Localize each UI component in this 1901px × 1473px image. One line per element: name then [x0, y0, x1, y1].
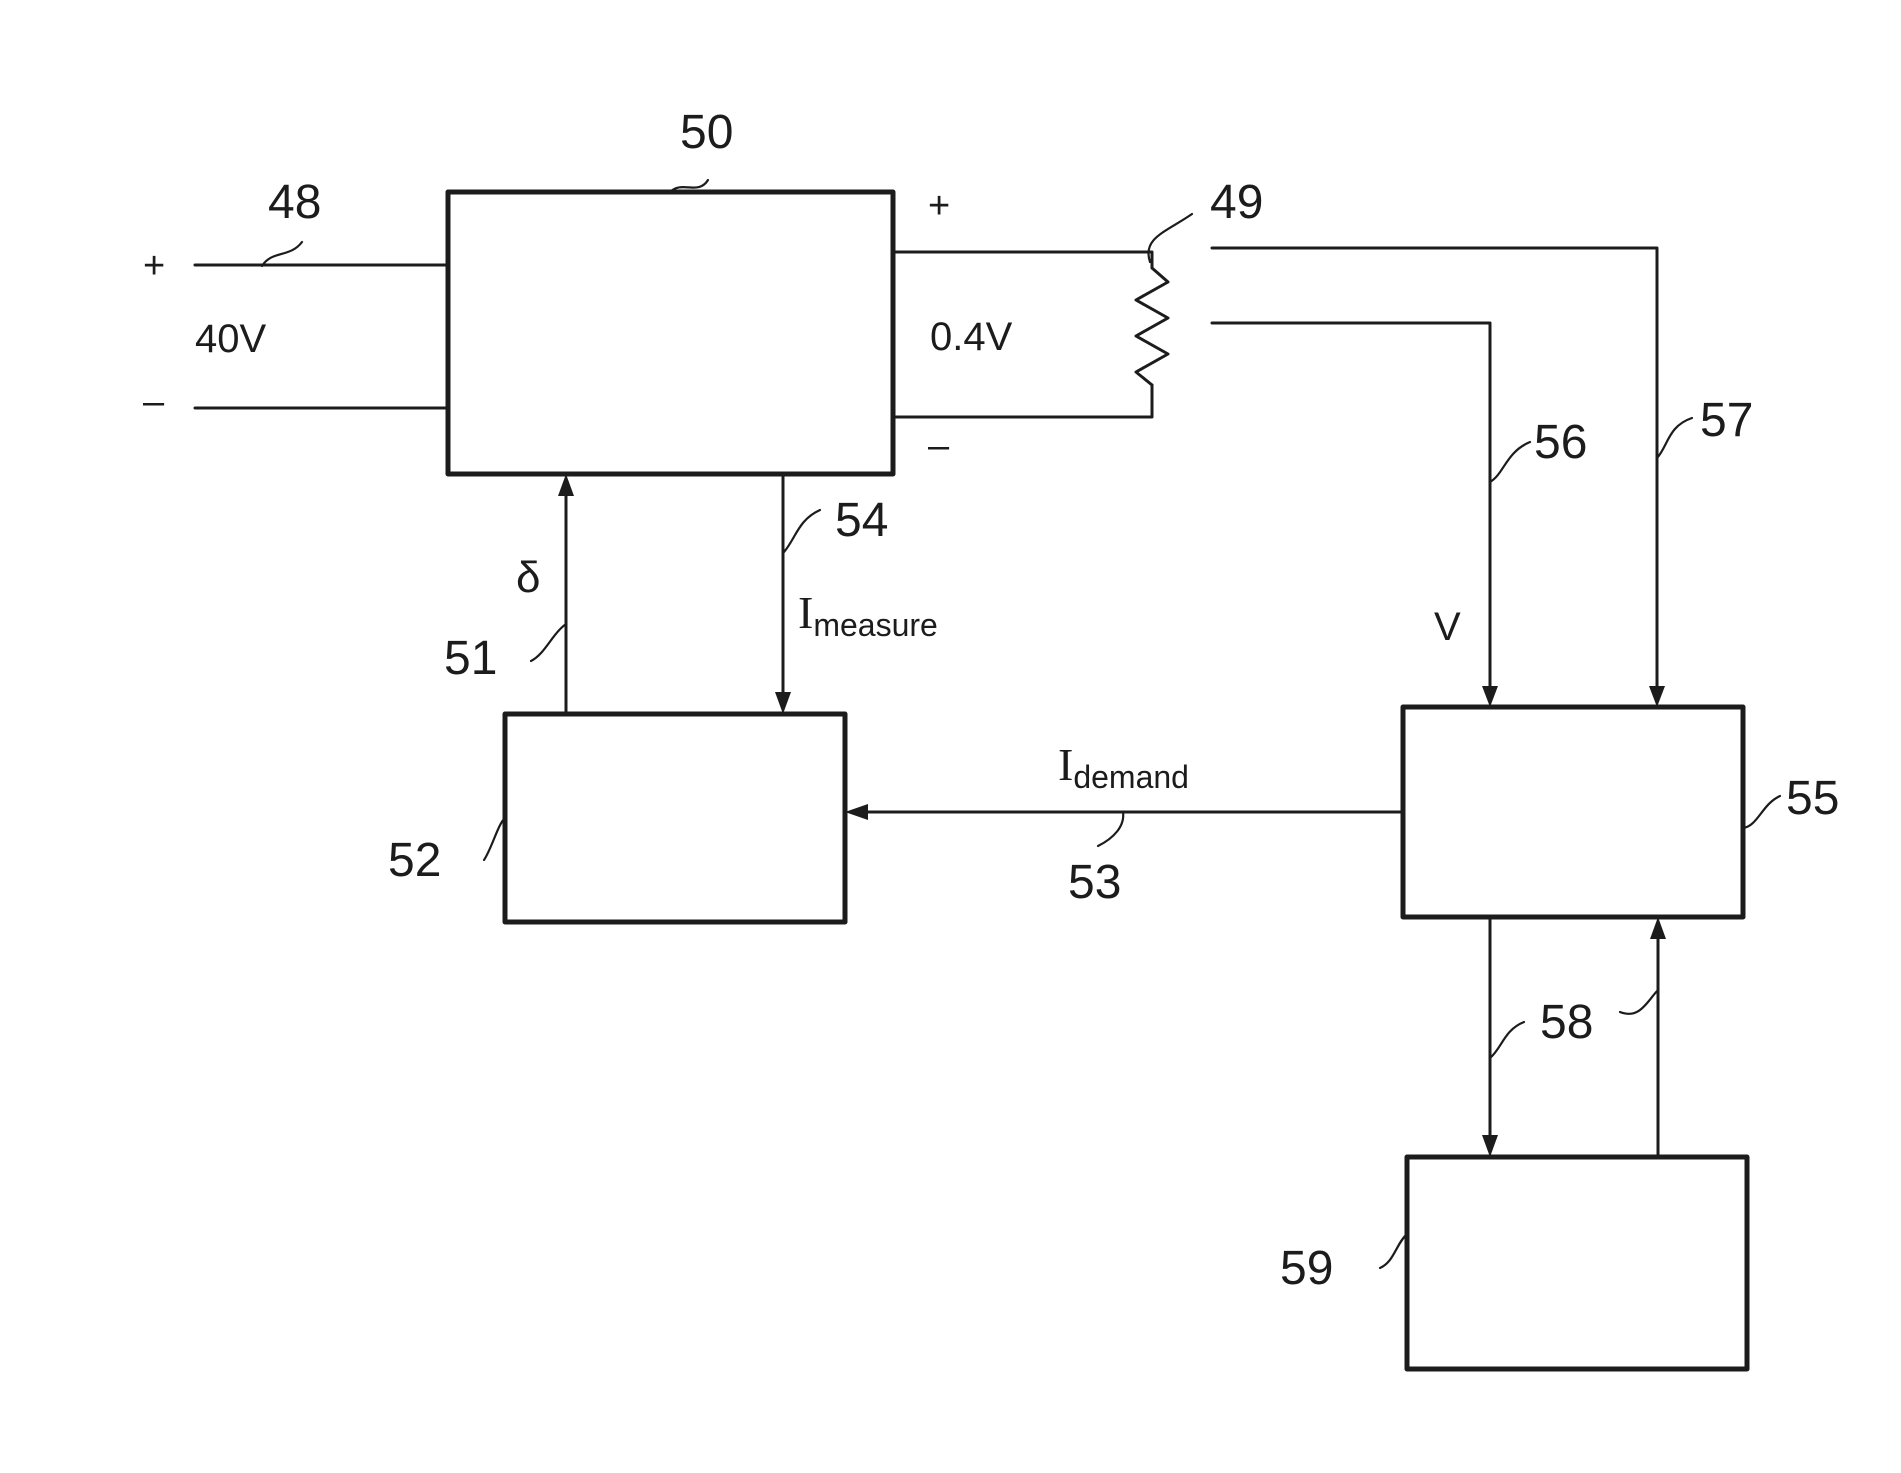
arrowhead-54 — [775, 692, 791, 714]
i-demand-label: Idemand — [1058, 739, 1189, 795]
arrowhead-53 — [845, 804, 868, 820]
i-measure-subscript: measure — [813, 607, 938, 643]
leader-49 — [1148, 214, 1192, 262]
i-measure-label: Imeasure — [798, 587, 938, 643]
leader-58a — [1490, 1022, 1524, 1058]
arrowhead-56 — [1482, 686, 1498, 707]
leader-55 — [1743, 796, 1780, 828]
block-52 — [505, 714, 845, 922]
leader-58b — [1620, 990, 1658, 1014]
output-minus-sign: – — [928, 425, 950, 467]
ref-54: 54 — [835, 494, 888, 547]
ref-55: 55 — [1786, 772, 1839, 825]
i-measure-main: I — [798, 587, 813, 638]
i-demand-subscript: demand — [1073, 759, 1189, 795]
resistor-49 — [1136, 268, 1168, 385]
arrowhead-58-down — [1482, 1135, 1498, 1157]
leader-48 — [262, 242, 302, 266]
block-50 — [448, 192, 893, 474]
ref-49: 49 — [1210, 176, 1263, 229]
output-line-negative — [893, 385, 1152, 417]
ref-51: 51 — [444, 632, 497, 685]
ref-52: 52 — [388, 834, 441, 887]
ref-53: 53 — [1068, 856, 1121, 909]
block-59 — [1407, 1157, 1747, 1369]
leader-54 — [784, 510, 820, 552]
leader-52 — [484, 818, 505, 860]
input-plus-sign: + — [143, 245, 165, 287]
leader-51 — [531, 624, 566, 661]
output-plus-sign: + — [928, 185, 950, 227]
arrowhead-57 — [1649, 686, 1665, 707]
leader-56 — [1490, 442, 1530, 482]
ref-57: 57 — [1700, 394, 1753, 447]
input-minus-sign: – — [143, 381, 165, 423]
voltage-v-label: V — [1434, 605, 1461, 649]
ref-50: 50 — [680, 106, 733, 159]
leader-53 — [1098, 812, 1123, 846]
leader-57 — [1657, 418, 1692, 458]
i-demand-main: I — [1058, 739, 1073, 790]
output-line-positive — [893, 252, 1152, 268]
delta-symbol: δ — [516, 553, 541, 602]
ref-59: 59 — [1280, 1242, 1333, 1295]
input-voltage-label: 40V — [195, 317, 266, 361]
arrowhead-58-up — [1650, 917, 1666, 939]
arrowhead-51 — [558, 474, 574, 496]
block-55 — [1403, 707, 1743, 917]
ref-58: 58 — [1540, 996, 1593, 1049]
leader-59 — [1380, 1234, 1407, 1268]
ref-48: 48 — [268, 176, 321, 229]
ref-56: 56 — [1534, 416, 1587, 469]
output-voltage-label: 0.4V — [930, 315, 1013, 359]
